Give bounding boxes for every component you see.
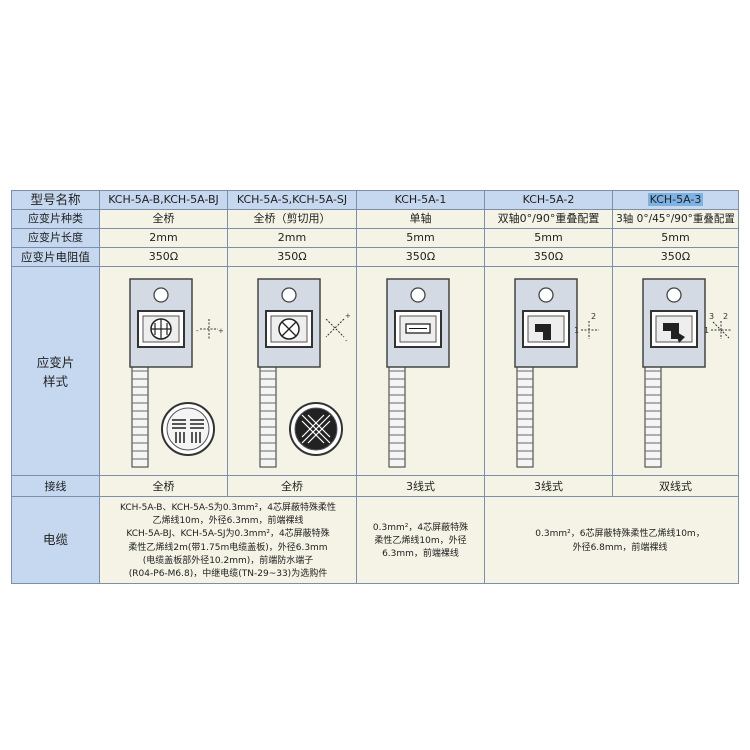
length-b: 2mm (99, 228, 228, 248)
gauge-drawing-triaxial: 3 2 1 (642, 278, 731, 468)
cable-bs: KCH-5A-B、KCH-5A-S为0.3mm²，4芯屏蔽特殊柔性 乙烯线10m… (99, 496, 357, 584)
resistance-s: 350Ω (227, 247, 357, 267)
gauge-body-icon (257, 278, 321, 368)
style-1 (356, 266, 485, 476)
cable-1-text: 0.3mm²，4芯屏蔽特殊 柔性乙烯线10m，外径 6.3mm，前端裸线 (358, 519, 484, 562)
gauge-grid-magnified-icon (161, 402, 215, 456)
model-3: KCH-5A-3 (612, 190, 739, 210)
cable-line: 0.3mm²，6芯屏蔽特殊柔性乙烯线10m， (535, 529, 705, 540)
cable-23-text: 0.3mm²，6芯屏蔽特殊柔性乙烯线10m， 外径6.8mm，前端裸线 (486, 525, 738, 554)
row-model: 型号名称 KCH-5A-B,KCH-5A-BJ KCH-5A-S,KCH-5A-… (11, 190, 739, 210)
style-label-line1: 应变片 (36, 355, 75, 370)
axis-cross-icon (200, 319, 218, 339)
length-2: 5mm (484, 228, 613, 248)
axis-three-label: 3 (709, 312, 714, 321)
cable-line: KCH-5A-B、KCH-5A-S为0.3mm²，4芯屏蔽特殊柔性 (119, 502, 337, 513)
cable-line: 柔性乙烯线2m(带1.75m电缆盖板)，外径6.3mm (128, 542, 328, 553)
length-3: 5mm (612, 228, 739, 248)
type-label: 应变片种类 (11, 209, 100, 229)
row-resistance: 应变片电阻值 350Ω 350Ω 350Ω 350Ω 350Ω (11, 247, 739, 267)
spec-table: 型号名称 KCH-5A-B,KCH-5A-BJ KCH-5A-S,KCH-5A-… (11, 190, 739, 584)
style-label-line2: 样式 (42, 374, 68, 389)
cable-spring-icon (644, 362, 662, 468)
wiring-b: 全桥 (99, 475, 228, 497)
axis-minus-label: - (196, 327, 199, 335)
axis-plus-label: + (345, 312, 351, 320)
wiring-label: 接线 (11, 475, 100, 497)
row-cable: 电缆 KCH-5A-B、KCH-5A-S为0.3mm²，4芯屏蔽特殊柔性 乙烯线… (11, 496, 739, 584)
axis-minus-label: - (345, 337, 348, 345)
length-1: 5mm (356, 228, 485, 248)
axis-one-label: 1 (574, 326, 579, 335)
row-type: 应变片种类 全桥 全桥（剪切用） 单轴 双轴0°/90°重叠配置 3轴 0°/4… (11, 209, 739, 229)
cable-spring-icon (131, 362, 149, 468)
cable-23: 0.3mm²，6芯屏蔽特殊柔性乙烯线10m， 外径6.8mm，前端裸线 (484, 496, 739, 584)
axis-plus-label: + (218, 327, 224, 335)
style-label: 应变片 样式 (11, 266, 100, 476)
resistance-3: 350Ω (612, 247, 739, 267)
resistance-1: 350Ω (356, 247, 485, 267)
length-s: 2mm (227, 228, 357, 248)
axis-diagonal-icon (325, 318, 345, 338)
cable-line: 0.3mm²，4芯屏蔽特殊 (372, 522, 469, 533)
cable-spring-icon (388, 362, 406, 468)
gauge-body-icon (386, 278, 450, 368)
wiring-2: 3线式 (484, 475, 613, 497)
cable-1: 0.3mm²，4芯屏蔽特殊 柔性乙烯线10m，外径 6.3mm，前端裸线 (356, 496, 485, 584)
gauge-body-icon (129, 278, 193, 368)
gauge-drawing-full-bridge: + - (129, 278, 224, 468)
resistance-b: 350Ω (99, 247, 228, 267)
axis-one-label: 1 (704, 326, 709, 335)
gauge-body-icon (642, 278, 706, 368)
resistance-label: 应变片电阻值 (11, 247, 100, 267)
cable-line: 柔性乙烯线10m，外径 (374, 535, 467, 546)
wiring-1: 3线式 (356, 475, 485, 497)
cable-line: 6.3mm，前端裸线 (382, 549, 459, 560)
model-s: KCH-5A-S,KCH-5A-SJ (227, 190, 357, 210)
model-b: KCH-5A-B,KCH-5A-BJ (99, 190, 228, 210)
row-style: 应变片 样式 (11, 266, 739, 476)
cable-bs-text: KCH-5A-B、KCH-5A-S为0.3mm²，4芯屏蔽特殊柔性 乙烯线10m… (101, 499, 356, 581)
style-s: + - (227, 266, 357, 476)
style-2: 2 1 (484, 266, 613, 476)
cable-line: (电缆盖板部外径10.2mm)，前端防水端子 (142, 555, 314, 566)
gauge-drawing-shear-bridge: + - (257, 278, 351, 468)
model-2: KCH-5A-2 (484, 190, 613, 210)
cable-line: 外径6.8mm，前端裸线 (572, 542, 668, 553)
gauge-drawing-biaxial: 2 1 (514, 278, 599, 468)
axis-triple-icon (711, 321, 731, 339)
axis-right-angle-icon (581, 321, 599, 339)
wiring-3: 双线式 (612, 475, 739, 497)
cable-line: KCH-5A-BJ、KCH-5A-SJ为0.3mm²，4芯屏蔽特殊 (126, 529, 330, 540)
gauge-body-icon (514, 278, 578, 368)
type-b: 全桥 (99, 209, 228, 229)
gauge-drawing-uniaxial (386, 278, 450, 468)
style-3: 3 2 1 (612, 266, 739, 476)
cable-line: 乙烯线10m，外径6.3mm，前端裸线 (152, 516, 304, 527)
axis-two-label: 2 (723, 312, 728, 321)
cable-spring-icon (259, 362, 277, 468)
type-2: 双轴0°/90°重叠配置 (484, 209, 613, 229)
length-label: 应变片长度 (11, 228, 100, 248)
model-1: KCH-5A-1 (356, 190, 485, 210)
cable-spring-icon (516, 362, 534, 468)
row-wiring: 接线 全桥 全桥 3线式 3线式 双线式 (11, 475, 739, 497)
type-1: 单轴 (356, 209, 485, 229)
axis-two-label: 2 (591, 312, 596, 321)
model-label: 型号名称 (11, 190, 100, 210)
type-3: 3轴 0°/45°/90°重叠配置 (612, 209, 739, 229)
style-b: + - (99, 266, 228, 476)
wiring-s: 全桥 (227, 475, 357, 497)
resistance-2: 350Ω (484, 247, 613, 267)
cable-label: 电缆 (11, 496, 100, 584)
model-3-highlight: KCH-5A-3 (647, 193, 704, 206)
row-length: 应变片长度 2mm 2mm 5mm 5mm 5mm (11, 228, 739, 248)
type-s: 全桥（剪切用） (227, 209, 357, 229)
gauge-grid-magnified-icon (289, 402, 343, 456)
cable-line: (R04-P6-M6.8)，中继电缆(TN-29~33)为选购件 (128, 568, 328, 579)
